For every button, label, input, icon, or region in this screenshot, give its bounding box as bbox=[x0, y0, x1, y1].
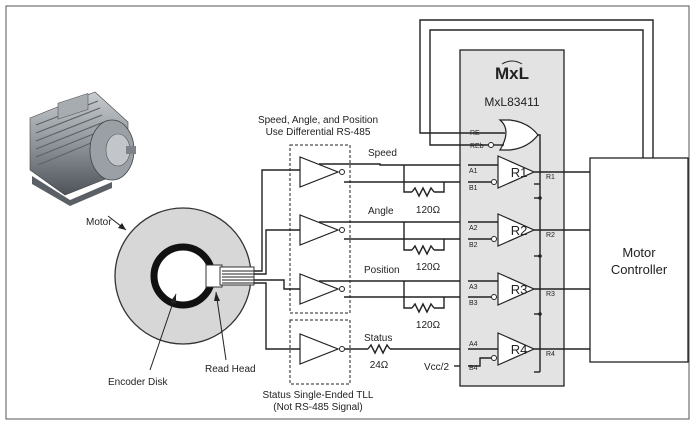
pin-b4: B4 bbox=[469, 365, 478, 372]
driver-angle bbox=[299, 214, 468, 246]
pin-r3: R3 bbox=[546, 291, 555, 298]
pin-re: RE bbox=[470, 130, 480, 137]
bottom-note-line2: (Not RS-485 Signal) bbox=[273, 402, 362, 413]
resistor-3-value: 120Ω bbox=[416, 320, 441, 331]
receiver-r3-label: R3 bbox=[511, 282, 528, 297]
pin-b3: B3 bbox=[469, 300, 478, 307]
single-ended-driver-group bbox=[289, 319, 351, 385]
bottom-note-line1: Status Single-Ended TLL bbox=[262, 390, 373, 401]
receiver-r1-label: R1 bbox=[511, 165, 528, 180]
read-head-wires bbox=[254, 169, 300, 350]
pin-a3: A3 bbox=[469, 284, 478, 291]
pin-a1: A1 bbox=[469, 168, 478, 175]
receiver-r2-label: R2 bbox=[511, 223, 528, 238]
encoder-arrow bbox=[149, 293, 177, 371]
driver-position bbox=[299, 273, 468, 305]
re-loop-wire bbox=[419, 19, 654, 158]
encoder-disk-label: Encoder Disk bbox=[108, 377, 168, 388]
reb-loop-wire bbox=[429, 29, 644, 158]
outer-frame bbox=[5, 5, 690, 420]
resistor-2-value: 120Ω bbox=[416, 262, 441, 273]
chip-logo: MxL bbox=[495, 64, 529, 83]
signal-speed-label: Speed bbox=[368, 148, 397, 159]
termination-resistor-2 bbox=[403, 222, 445, 256]
driver-status bbox=[299, 333, 468, 365]
motor-controller-box bbox=[589, 157, 689, 363]
resistor-24-ohm bbox=[367, 343, 391, 355]
controller-label-line2: Controller bbox=[611, 262, 668, 277]
signal-angle-label: Angle bbox=[368, 206, 394, 217]
motor-image bbox=[29, 91, 136, 206]
resistor-1-value: 120Ω bbox=[416, 205, 441, 216]
signal-position-label: Position bbox=[364, 265, 400, 276]
resistor-4-value: 24Ω bbox=[370, 360, 389, 371]
driver-speed bbox=[299, 156, 468, 188]
pin-a4: A4 bbox=[469, 341, 478, 348]
receiver-r1 bbox=[468, 155, 590, 200]
signal-status-label: Status bbox=[364, 333, 392, 344]
pin-b2: B2 bbox=[469, 242, 478, 249]
receiver-r2 bbox=[468, 213, 590, 258]
read-head bbox=[205, 264, 255, 288]
pin-a2: A2 bbox=[469, 225, 478, 232]
pin-r1: R1 bbox=[546, 174, 555, 181]
pin-r2: R2 bbox=[546, 232, 555, 239]
differential-driver-group bbox=[289, 144, 351, 314]
read-head-label: Read Head bbox=[205, 364, 256, 375]
pin-b1: B1 bbox=[469, 185, 478, 192]
pin-r4: R4 bbox=[546, 351, 555, 358]
termination-resistor-1 bbox=[403, 165, 445, 198]
motor-label: Motor bbox=[86, 217, 112, 228]
receiver-r4-label: R4 bbox=[511, 342, 528, 357]
termination-resistor-3 bbox=[403, 281, 445, 314]
receiver-r4 bbox=[468, 332, 590, 367]
enable-or-gate bbox=[470, 119, 541, 372]
pin-reb: REb bbox=[470, 143, 484, 150]
vcc-half-label: Vcc/2 bbox=[424, 362, 449, 373]
top-note-line1: Speed, Angle, and Position bbox=[258, 115, 378, 126]
mxl83411-chip bbox=[459, 49, 565, 387]
top-note-line2: Use Differential RS-485 bbox=[266, 127, 371, 138]
read-head-arrow bbox=[215, 291, 227, 361]
chip-part-number: MxL83411 bbox=[484, 95, 539, 109]
controller-label-line1: Motor bbox=[622, 245, 656, 260]
receiver-r3 bbox=[468, 272, 590, 316]
